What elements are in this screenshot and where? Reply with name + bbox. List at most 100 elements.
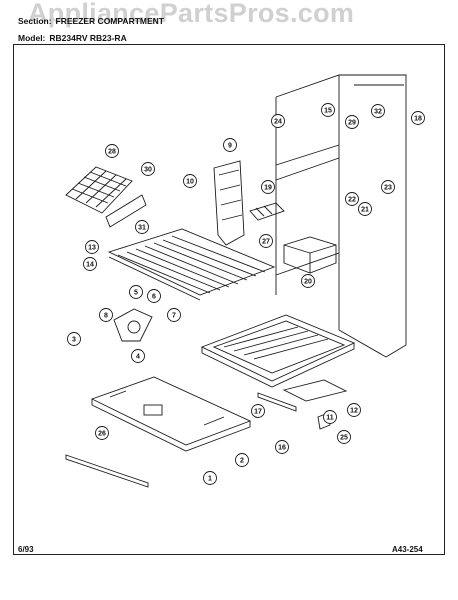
diagram-frame — [13, 44, 445, 555]
callout-number: 17 — [254, 408, 262, 415]
callout-number: 1 — [208, 475, 212, 482]
callout-circle — [271, 114, 285, 128]
callout-circle — [83, 257, 97, 271]
callout-number: 15 — [324, 107, 332, 114]
callout-circle — [141, 162, 155, 176]
callout-12: 12 — [347, 403, 361, 417]
callout-2: 2 — [235, 453, 249, 467]
callout-circle — [85, 240, 99, 254]
callout-8: 8 — [99, 308, 113, 322]
callout-circle — [358, 202, 372, 216]
divider-panel — [105, 194, 147, 228]
model-value: RB234RV RB23-RA — [49, 33, 127, 43]
fan-motor-assembly — [113, 308, 153, 342]
callout-7: 7 — [167, 308, 181, 322]
callout-circle — [323, 410, 337, 424]
callout-number: 28 — [108, 148, 116, 155]
callout-23: 23 — [381, 180, 395, 194]
callout-24: 24 — [271, 114, 285, 128]
callout-number: 25 — [340, 434, 348, 441]
callout-number: 27 — [262, 238, 270, 245]
callout-circle — [203, 471, 217, 485]
callouts: 1234567891011121314151617181920212223242… — [67, 103, 425, 485]
callout-number: 3 — [72, 336, 76, 343]
callout-31: 31 — [135, 220, 149, 234]
callout-number: 9 — [228, 142, 232, 149]
callout-number: 13 — [88, 244, 96, 251]
callout-13: 13 — [85, 240, 99, 254]
callout-number: 12 — [350, 407, 358, 414]
callout-number: 4 — [136, 353, 140, 360]
callout-circle — [135, 220, 149, 234]
callout-circle — [345, 115, 359, 129]
freezer-floor-panel — [90, 376, 252, 452]
callout-18: 18 — [411, 111, 425, 125]
callout-number: 16 — [278, 444, 286, 451]
callout-circle — [99, 308, 113, 322]
model-line: Model:RB234RV RB23-RA — [18, 33, 127, 43]
callout-circle — [371, 104, 385, 118]
callout-circle — [131, 349, 145, 363]
footer-date: 6/93 — [18, 545, 34, 554]
callout-number: 32 — [374, 108, 382, 115]
callout-11: 11 — [323, 410, 337, 424]
callout-circle — [95, 426, 109, 440]
wire-shelf — [107, 228, 276, 301]
callout-circle — [129, 285, 143, 299]
callout-circle — [259, 234, 273, 248]
callout-32: 32 — [371, 104, 385, 118]
callout-number: 31 — [138, 224, 146, 231]
glass-shelf — [200, 314, 356, 388]
callout-number: 23 — [384, 184, 392, 191]
callout-number: 6 — [152, 293, 156, 300]
section-value: FREEZER COMPARTMENT — [55, 16, 164, 26]
callout-number: 29 — [348, 119, 356, 126]
callout-circle — [337, 430, 351, 444]
callout-21: 21 — [358, 202, 372, 216]
callout-number: 2 — [240, 457, 244, 464]
callout-20: 20 — [301, 274, 315, 288]
callout-number: 11 — [326, 414, 334, 421]
callout-circle — [235, 453, 249, 467]
callout-22: 22 — [345, 192, 359, 206]
callout-number: 18 — [414, 115, 422, 122]
shelf-cover — [282, 379, 348, 402]
callout-16: 16 — [275, 440, 289, 454]
callout-number: 14 — [86, 261, 94, 268]
callout-1: 1 — [203, 471, 217, 485]
callout-29: 29 — [345, 115, 359, 129]
ice-mold-holder — [249, 202, 285, 221]
ice-tray-rack — [65, 166, 133, 214]
callout-number: 19 — [264, 184, 272, 191]
callout-14: 14 — [83, 257, 97, 271]
callout-26: 26 — [95, 426, 109, 440]
callout-number: 10 — [186, 178, 194, 185]
callout-circle — [411, 111, 425, 125]
callout-circle — [301, 274, 315, 288]
exploded-view-diagram: 1234567891011121314151617181920212223242… — [65, 74, 425, 488]
callout-5: 5 — [129, 285, 143, 299]
watermark: AppliancePartsPros.com — [28, 0, 355, 28]
ice-bucket — [283, 236, 337, 274]
section-label: Section: — [18, 16, 52, 26]
cabinet-liner — [275, 74, 407, 358]
callout-number: 5 — [134, 289, 138, 296]
callout-4: 4 — [131, 349, 145, 363]
section-line: Section:FREEZER COMPARTMENT — [18, 16, 164, 26]
gasket-strip — [257, 392, 297, 412]
callout-circle — [147, 289, 161, 303]
model-label: Model: — [18, 33, 46, 43]
callout-circle — [105, 144, 119, 158]
callout-number: 7 — [172, 312, 176, 319]
callout-9: 9 — [223, 138, 237, 152]
callout-10: 10 — [183, 174, 197, 188]
trim-strip — [65, 454, 149, 488]
callout-circle — [261, 180, 275, 194]
callout-3: 3 — [67, 332, 81, 346]
callout-circle — [345, 192, 359, 206]
callout-17: 17 — [251, 404, 265, 418]
ice-bin-bracket — [213, 160, 245, 246]
callout-circle — [251, 404, 265, 418]
callout-number: 21 — [361, 206, 369, 213]
